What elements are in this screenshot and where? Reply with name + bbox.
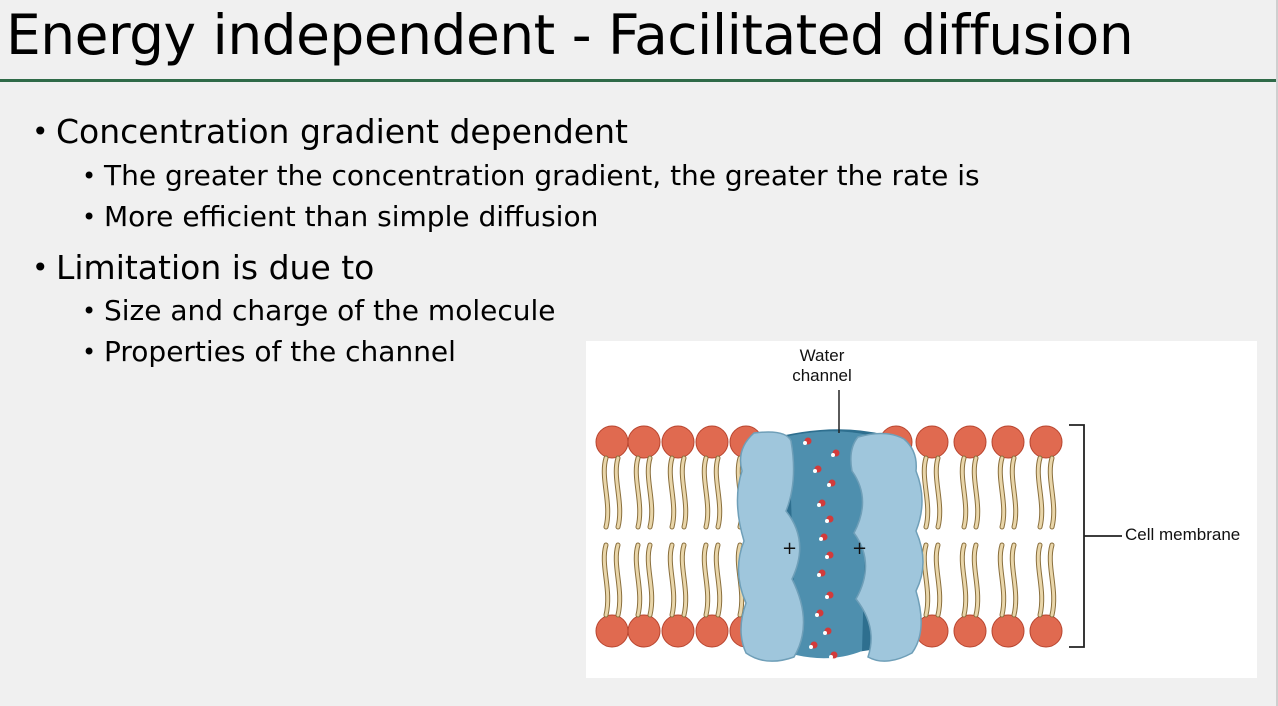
water-molecule-hydrogen [809,645,813,649]
bullet-dot: • [82,162,97,190]
lipid-tail [702,456,710,529]
lipid-tail [634,456,642,529]
water-molecule-hydrogen [825,555,829,559]
lipid-tail [680,543,688,617]
lipid-tail [960,456,968,529]
water-channel-diagram: + + [595,390,1122,662]
lipid-tail [922,456,930,529]
sub-bullet-text: Size and charge of the molecule [104,294,556,327]
phospholipid-head [695,425,729,459]
sub-bullet-item: • Properties of the channel [82,335,456,369]
water-molecule-hydrogen [825,519,829,523]
lipid-tail [602,543,610,617]
channel-pore [789,431,868,659]
lipid-tail [922,543,930,617]
sub-bullet-item: • Size and charge of the molecule [82,294,556,328]
lipid-tail [646,456,654,529]
sub-bullet-text: The greater the concentration gradient, … [104,159,980,192]
slide-edge [1276,0,1278,706]
bullet-dot: • [32,115,49,148]
phospholipid-head [991,425,1025,459]
bullet-item: • Concentration gradient dependent [32,112,628,152]
title-divider [0,79,1278,82]
lipid-tail [1048,543,1056,617]
phospholipid-head [627,425,661,459]
lipid-tail [972,456,980,529]
water-molecule-hydrogen [827,483,831,487]
lipid-tail [614,456,622,529]
phospholipid-head [991,614,1025,648]
water-molecule-hydrogen [829,655,833,659]
water-molecule-hydrogen [817,573,821,577]
bullet-dot: • [32,251,49,284]
lipid-tail [934,456,942,529]
water-channel-label-line1: Water [799,346,845,365]
lipid-tail [634,543,642,617]
lipid-tail [1048,456,1056,529]
slide-title: Energy independent - Facilitated diffusi… [6,3,1134,67]
phospholipid-head [915,425,949,459]
lipid-tail [614,543,622,617]
phospholipid-head [1029,614,1063,648]
sub-bullet-text: More efficient than simple diffusion [104,200,599,233]
water-channel-label-line2: channel [792,366,852,385]
phospholipid-head [695,614,729,648]
channel-protein-right [850,432,924,662]
lipid-tail [998,543,1006,617]
bullet-item: • Limitation is due to [32,248,375,288]
sub-bullet-text: Properties of the channel [104,335,456,368]
lipid-tail [998,456,1006,529]
lipid-tail [646,543,654,617]
lipid-tail [668,456,676,529]
phospholipid-head [661,614,695,648]
water-molecule-hydrogen [823,631,827,635]
lipid-tail [680,456,688,529]
lipid-tail [1036,456,1044,529]
lipid-tail [714,456,722,529]
phospholipid-head [595,614,629,648]
bullet-text: Concentration gradient dependent [56,112,628,151]
lipid-tail [1010,456,1018,529]
lipid-tail [1036,543,1044,617]
lipid-tail [602,456,610,529]
bullet-text: Limitation is due to [56,248,375,287]
water-molecule-hydrogen [819,537,823,541]
lipid-tail [934,543,942,617]
lipid-tail [972,543,980,617]
phospholipid-head [1029,425,1063,459]
sub-bullet-item: • More efficient than simple diffusion [82,200,599,234]
lipid-tail [1010,543,1018,617]
water-molecule-hydrogen [831,453,835,457]
bullet-dot: • [82,203,97,231]
phospholipid-head [953,614,987,648]
water-channel-label: Water channel [777,346,867,386]
bullet-dot: • [82,297,97,325]
water-molecule-hydrogen [803,441,807,445]
water-molecule-hydrogen [813,469,817,473]
phospholipid-head [595,425,629,459]
water-molecule-hydrogen [817,503,821,507]
water-molecule-hydrogen [815,613,819,617]
lipid-tail [702,543,710,617]
bullet-dot: • [82,338,97,366]
phospholipid-head [953,425,987,459]
plus-sign-right: + [852,538,867,559]
lipid-tail [668,543,676,617]
water-channel-figure: + + Water channel Cell membrane [586,341,1257,678]
lipid-tail [714,543,722,617]
channel-protein-left [736,431,805,662]
water-molecule-hydrogen [825,595,829,599]
lipid-tail [960,543,968,617]
phospholipid-head [661,425,695,459]
phospholipid-head [627,614,661,648]
membrane-bracket [1069,424,1122,648]
sub-bullet-item: • The greater the concentration gradient… [82,159,980,193]
water-molecules [803,437,840,659]
cell-membrane-label: Cell membrane [1125,525,1241,544]
plus-sign-left: + [782,538,797,559]
